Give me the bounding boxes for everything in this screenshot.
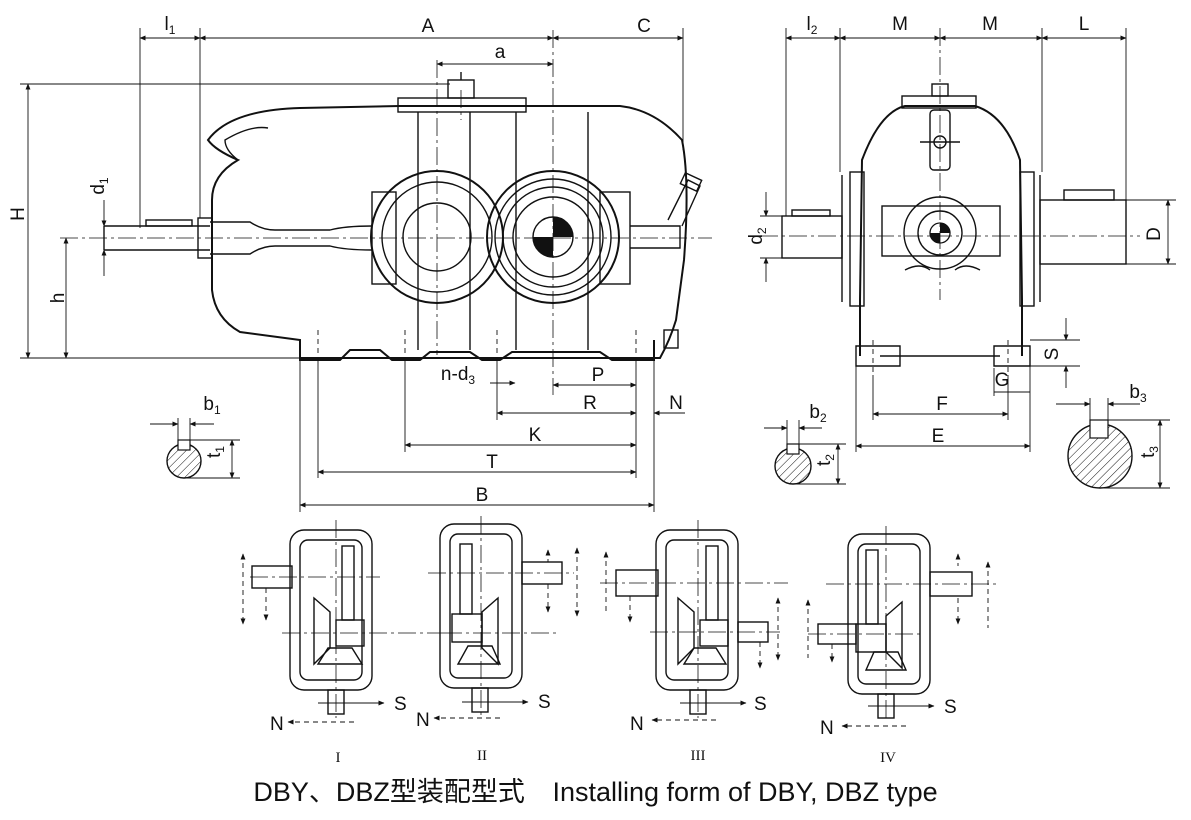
dim-H: H [8, 207, 29, 221]
svg-text:N: N [820, 718, 834, 739]
svg-text:S: S [538, 692, 551, 713]
side-view: l1 A C a H h d1 n-d3 P R N K T B [8, 14, 712, 512]
dim-h: h [48, 293, 69, 304]
base-flange [299, 340, 655, 361]
svg-text:N: N [630, 714, 644, 735]
key-section-b2: b2 t2 [764, 402, 846, 485]
dim-S: S [1042, 348, 1063, 361]
dim-l1: l1 [165, 14, 176, 37]
dim-C: C [637, 16, 651, 37]
svg-text:S: S [754, 694, 767, 715]
svg-text:b2: b2 [809, 402, 827, 425]
dim-L: L [1079, 14, 1090, 35]
dim-d1: d1 [88, 177, 111, 195]
assembly-form-2: S N II [416, 516, 580, 764]
assembly-form-1: S N I [240, 520, 444, 766]
dim-A: A [422, 16, 435, 37]
svg-text:I: I [336, 750, 341, 766]
key-section-b1: b1 t1 [150, 394, 240, 479]
svg-text:t1: t1 [204, 446, 227, 458]
svg-text:N: N [416, 710, 430, 731]
svg-text:b3: b3 [1129, 382, 1147, 405]
svg-text:IV: IV [880, 750, 896, 766]
dim-n-d3: n-d3 [441, 364, 475, 387]
svg-text:II: II [477, 748, 487, 764]
dim-E: E [932, 426, 945, 447]
svg-text:b1: b1 [203, 394, 221, 417]
svg-text:t2: t2 [814, 454, 837, 466]
end-view: l2 M M L d2 D S G F E [746, 14, 1176, 452]
dim-a: a [495, 42, 506, 63]
figure-caption: DBY、DBZ型装配型式 Installing form of DBY, DBZ… [0, 770, 1191, 809]
dim-T: T [486, 452, 498, 473]
dim-R: R [583, 393, 597, 414]
dim-F: F [936, 394, 948, 415]
assembly-form-4: S N IV [805, 526, 996, 766]
dim-d2: d2 [746, 227, 769, 245]
dim-K: K [529, 425, 542, 446]
dim-N: N [669, 393, 683, 414]
end-housing [859, 105, 1023, 356]
dim-l2: l2 [807, 14, 818, 37]
dim-D: D [1144, 227, 1165, 241]
svg-text:t3: t3 [1138, 446, 1161, 458]
housing-outline [206, 105, 688, 359]
dim-M-left: M [892, 14, 908, 35]
top-cover [397, 97, 527, 113]
key-section-b3: b3 t3 [1056, 382, 1170, 489]
caption-en: Installing form of DBY, DBZ type [552, 777, 938, 807]
lifting-lug [224, 126, 269, 161]
svg-text:III: III [691, 748, 706, 764]
svg-text:S: S [394, 694, 407, 715]
dim-B: B [476, 485, 489, 506]
svg-text:S: S [944, 697, 957, 718]
dim-M-right: M [982, 14, 998, 35]
caption-zh: DBY、DBZ型装配型式 [253, 777, 525, 807]
assembly-form-3: S N III [600, 520, 788, 764]
svg-text:N: N [270, 714, 284, 735]
dim-G: G [995, 370, 1010, 391]
dim-P: P [592, 365, 605, 386]
